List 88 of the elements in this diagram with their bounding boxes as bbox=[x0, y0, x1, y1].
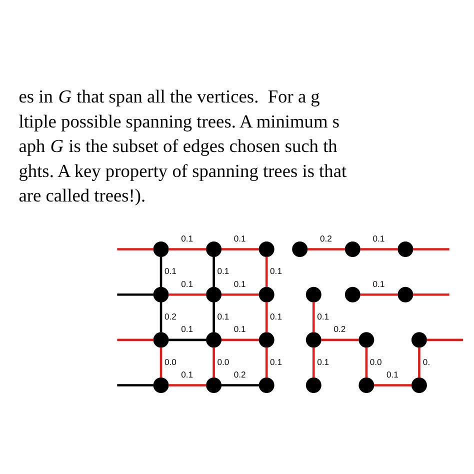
connector bbox=[212, 346, 215, 378]
node-circle bbox=[358, 332, 374, 348]
node-circle bbox=[153, 377, 169, 392]
node-circle bbox=[344, 241, 360, 256]
node-circle bbox=[206, 241, 222, 256]
connector bbox=[221, 384, 260, 386]
edge-label: 0.1 bbox=[234, 278, 246, 288]
edge-label: 0.1 bbox=[317, 356, 330, 366]
edge-label: 0.2 bbox=[234, 369, 246, 379]
connector bbox=[374, 384, 412, 386]
edge-label: 0.1 bbox=[270, 356, 282, 366]
node-circle bbox=[344, 286, 360, 302]
connector bbox=[365, 346, 368, 378]
node-circle bbox=[306, 377, 322, 392]
node-circle bbox=[153, 286, 169, 302]
connector bbox=[117, 248, 154, 250]
connector bbox=[312, 302, 315, 332]
connector bbox=[413, 248, 450, 250]
edge-label: 0.1 bbox=[217, 266, 230, 276]
connector bbox=[221, 248, 260, 250]
edge-label: 0.2 bbox=[320, 233, 332, 244]
node-circle bbox=[153, 332, 169, 348]
label: ghts. A key property of spanning trees is that bbox=[18, 160, 347, 181]
connector bbox=[221, 338, 260, 341]
node-circle bbox=[398, 286, 414, 302]
connector bbox=[265, 302, 268, 332]
node-circle bbox=[258, 332, 274, 348]
node-circle bbox=[153, 241, 169, 256]
edge-label: 0.1 bbox=[181, 324, 194, 334]
node-circle bbox=[411, 332, 427, 348]
edge-label: 0.1 bbox=[181, 233, 194, 244]
edge-label: 0.1 bbox=[164, 266, 176, 276]
label: ltiple possible spanning trees. A minimum s bbox=[18, 111, 340, 132]
connector bbox=[265, 256, 268, 287]
node-circle bbox=[258, 286, 274, 302]
node-circle bbox=[398, 241, 414, 256]
node-circle bbox=[258, 377, 274, 392]
connector bbox=[321, 338, 359, 341]
node-circle bbox=[258, 241, 274, 256]
label: aph G is the subset of edges chosen such th bbox=[18, 135, 338, 156]
connector bbox=[168, 292, 206, 296]
connector bbox=[413, 292, 450, 296]
connector bbox=[221, 292, 260, 296]
node-circle bbox=[306, 332, 322, 348]
connector bbox=[307, 248, 346, 250]
connector bbox=[168, 248, 206, 250]
edge-label: 0.1 bbox=[317, 311, 330, 322]
node-circle bbox=[411, 377, 427, 392]
node-circle bbox=[206, 377, 222, 392]
edge-label: 0.1 bbox=[372, 233, 385, 244]
label: are called trees!). bbox=[18, 185, 146, 206]
connector bbox=[160, 302, 162, 332]
edge-label: 0.1 bbox=[270, 311, 282, 322]
edge-label: 0.1 bbox=[386, 369, 398, 379]
edge-label: 0.0 bbox=[370, 356, 382, 366]
connector bbox=[426, 338, 464, 341]
node-circle bbox=[306, 286, 322, 302]
edge-label: 0.1 bbox=[234, 233, 246, 244]
edge-label: 0.1 bbox=[372, 278, 385, 288]
edge-label: 0.1 bbox=[234, 324, 246, 334]
connector bbox=[160, 256, 162, 287]
node-circle bbox=[292, 241, 308, 256]
edge-label: 0.2 bbox=[164, 311, 176, 322]
connector bbox=[212, 256, 215, 287]
edge-label: 0.0 bbox=[217, 356, 230, 366]
edge-label: 0.1 bbox=[217, 311, 230, 322]
node-circle bbox=[206, 286, 222, 302]
connector bbox=[117, 292, 154, 296]
edge-label: 0.2 bbox=[334, 324, 346, 334]
edge-label: 0.0 bbox=[164, 356, 176, 366]
connector bbox=[117, 338, 154, 341]
node-circle bbox=[358, 377, 374, 392]
node-circle bbox=[206, 332, 222, 348]
connector bbox=[360, 292, 398, 296]
connector bbox=[312, 346, 315, 378]
connector bbox=[360, 248, 398, 250]
connector bbox=[168, 384, 206, 386]
label: es in G that span all the vertices. For a g bbox=[18, 86, 320, 106]
connector bbox=[212, 302, 215, 332]
connector bbox=[117, 384, 154, 386]
connector bbox=[265, 346, 268, 378]
connector bbox=[418, 346, 420, 378]
edge-label: 0.1 bbox=[181, 369, 194, 379]
edge-label: 0.1 bbox=[270, 266, 282, 276]
connector bbox=[168, 338, 206, 341]
edge-label: 0. bbox=[422, 356, 430, 366]
edge-label: 0.1 bbox=[181, 278, 194, 288]
connector bbox=[160, 346, 162, 378]
